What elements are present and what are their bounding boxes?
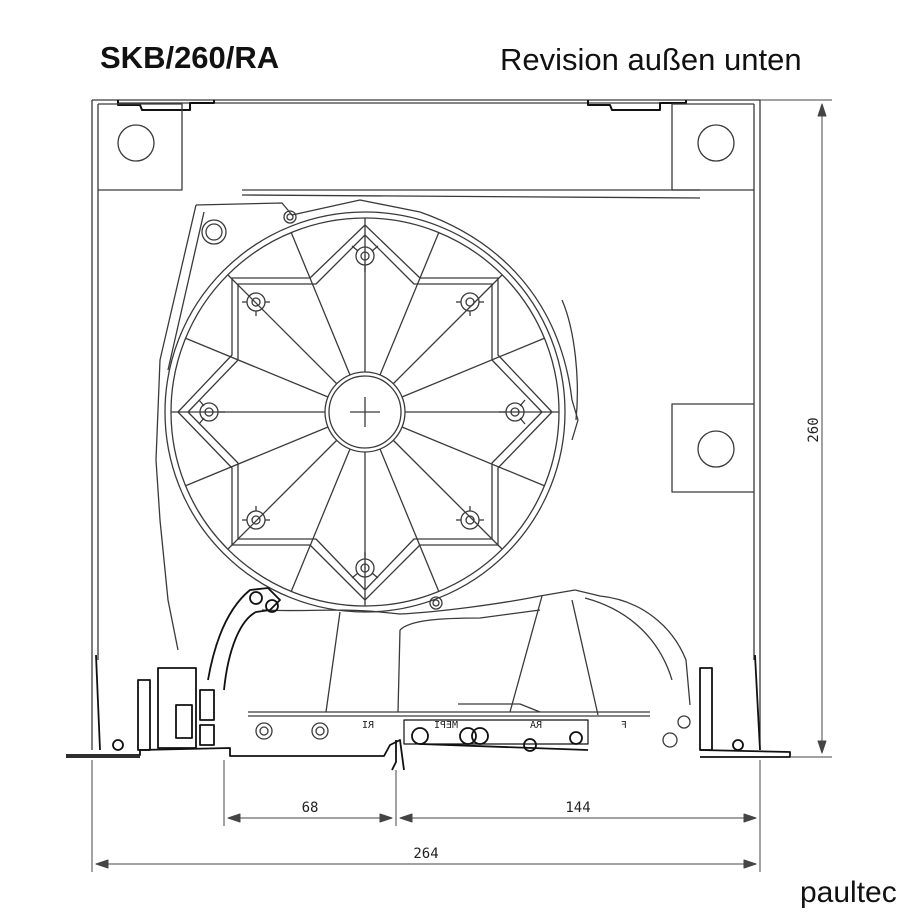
drum-bolts <box>198 245 526 579</box>
dim-total-width-label: 264 <box>413 846 438 862</box>
label-ra: RA <box>530 720 542 731</box>
dimension-lines <box>91 99 832 872</box>
drawing-model-code: SKB/260/RA <box>100 40 280 75</box>
outlet-guide <box>248 589 691 748</box>
side-frame <box>155 199 579 651</box>
dim-right-segment-label: 144 <box>565 800 590 816</box>
roller-drum <box>164 211 566 613</box>
label-ri: RI <box>362 720 374 731</box>
label-f: F <box>621 720 627 731</box>
brand-label: paultec <box>800 876 897 909</box>
mounting-holes <box>117 124 735 468</box>
revision-note: Revision außen unten <box>500 42 802 77</box>
dim-left-segment-label: 68 <box>302 800 319 816</box>
dim-height-label: 260 <box>806 417 822 442</box>
bottom-bar <box>66 719 791 771</box>
housing-outline <box>91 99 761 750</box>
label-mepi: MEPI <box>434 720 458 731</box>
